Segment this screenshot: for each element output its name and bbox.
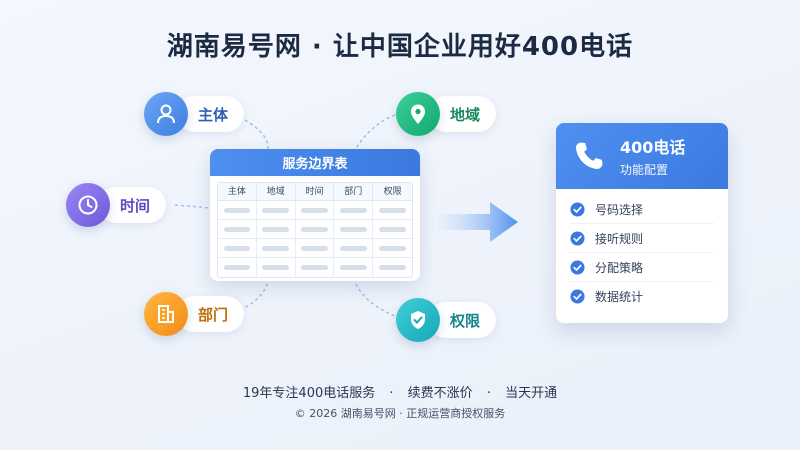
footer-item: 续费不涨价 xyxy=(407,386,473,401)
connector-region xyxy=(354,114,396,151)
shield-check-icon xyxy=(396,298,440,342)
feature-item: 号码选择 xyxy=(570,195,714,224)
check-circle-icon xyxy=(570,201,585,217)
building-icon xyxy=(144,292,188,336)
footer-copyright: © 2026 湖南易号网 · 正规运营商授权服务 xyxy=(294,407,506,420)
table-header-cell: 时间 xyxy=(295,183,335,201)
node-permission: 权限 xyxy=(396,298,497,342)
check-circle-icon xyxy=(570,259,585,275)
node-department-label: 部门 xyxy=(176,296,245,332)
table-cell-placeholder xyxy=(218,201,257,220)
table-cell-placeholder xyxy=(218,220,257,239)
service-boundary-table: 服务边界表 主体 地域 时间 部门 权限 xyxy=(210,149,420,281)
table-cell-placeholder xyxy=(295,239,335,258)
user-icon xyxy=(144,92,188,136)
table-cell-placeholder xyxy=(334,258,374,277)
table-cell-placeholder xyxy=(296,258,335,277)
footer-item: 19年专注400电话服务 xyxy=(242,386,376,401)
table-cell-placeholder xyxy=(218,239,257,258)
table-cell-placeholder xyxy=(373,201,412,220)
table-cell-placeholder xyxy=(218,258,257,277)
table-header-cell: 部门 xyxy=(334,183,374,201)
table-cell-placeholder xyxy=(295,220,335,239)
table-header-cell: 地域 xyxy=(256,183,296,201)
table-header-cell: 主体 xyxy=(218,183,257,201)
check-circle-icon xyxy=(570,289,585,304)
connector-department xyxy=(239,281,269,311)
feature-label: 分配策略 xyxy=(595,260,644,275)
footer-item: 当天开通 xyxy=(505,386,558,401)
table-cell-placeholder xyxy=(373,258,412,277)
table-cell-placeholder xyxy=(373,220,412,239)
node-subject: 主体 xyxy=(144,92,245,136)
arrow-right-icon xyxy=(438,202,518,242)
connector-time xyxy=(174,204,211,209)
page-title: 湖南易号网 · 让中国企业用好400电话 xyxy=(166,32,634,62)
table-cell-placeholder xyxy=(334,201,374,220)
table-cell-placeholder xyxy=(373,239,412,258)
clock-icon xyxy=(66,183,110,227)
node-time: 时间 xyxy=(66,183,167,227)
table-cell-placeholder xyxy=(256,201,296,220)
feature-label: 数据统计 xyxy=(595,290,644,304)
feature-item: 接听规则 xyxy=(570,224,714,253)
check-circle-icon xyxy=(570,230,585,246)
footer-highlights: 19年专注400电话服务 · 续费不涨价 · 当天开通 xyxy=(0,382,800,401)
connector-subject xyxy=(244,119,269,151)
node-department: 部门 xyxy=(144,292,245,336)
table-header-cell: 权限 xyxy=(373,183,412,201)
connector-permission xyxy=(354,281,401,319)
table-title: 服务边界表 xyxy=(210,149,420,176)
table-cell-placeholder xyxy=(256,239,296,258)
feature-label: 号码选择 xyxy=(595,202,644,217)
footer-separator: · xyxy=(486,386,491,401)
feature-list: 号码选择 接听规则 分配策略 数据统计 xyxy=(556,189,728,311)
footer-separator: · xyxy=(389,386,394,401)
feature-item: 数据统计 xyxy=(570,282,714,311)
table-cell-placeholder xyxy=(334,220,374,239)
phone-card-title: 400电话 xyxy=(620,138,686,157)
feature-item: 分配策略 xyxy=(570,253,714,282)
location-pin-icon xyxy=(396,92,440,136)
table-cell-placeholder xyxy=(257,258,296,277)
phone-card-subtitle: 功能配置 xyxy=(620,163,669,177)
phone-icon xyxy=(575,142,603,170)
node-region: 地域 xyxy=(396,92,497,136)
table-cell-placeholder xyxy=(256,220,296,239)
phone-card-header: 400电话 功能配置 xyxy=(556,123,728,189)
feature-label: 接听规则 xyxy=(595,231,644,246)
table-grid: 主体 地域 时间 部门 权限 xyxy=(217,182,413,278)
table-cell-placeholder xyxy=(334,239,374,258)
phone-feature-card: 400电话 功能配置 号码选择 接听规则 分配策略 数据统计 xyxy=(556,123,728,323)
table-cell-placeholder xyxy=(295,201,335,220)
